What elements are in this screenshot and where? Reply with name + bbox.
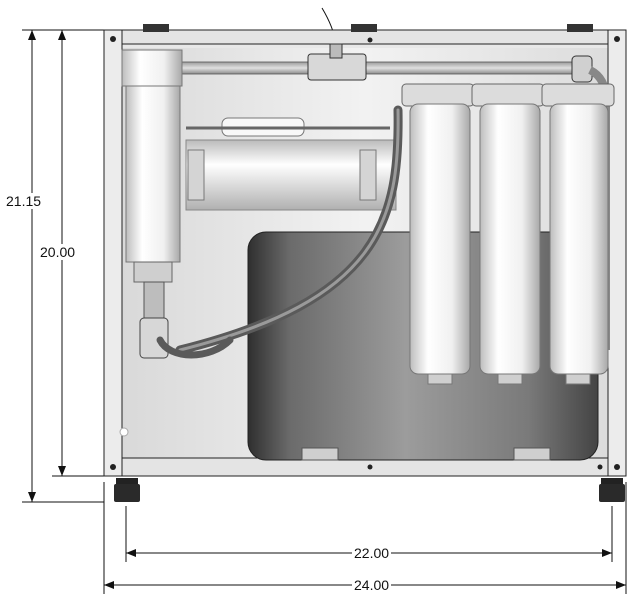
cylinder-body bbox=[125, 85, 181, 263]
arrow-outer-width-right bbox=[616, 581, 626, 589]
hoses bbox=[156, 105, 403, 359]
tank-foot-left bbox=[301, 447, 339, 461]
filter-2 bbox=[471, 83, 545, 385]
top-supply-pipe bbox=[181, 43, 610, 350]
top-rail bbox=[103, 29, 627, 45]
housing-clip-left bbox=[187, 149, 205, 201]
tank-foot-right bbox=[513, 447, 551, 461]
hose-main-highlight bbox=[178, 108, 400, 352]
pipe-right bbox=[359, 61, 579, 75]
filter-3-body bbox=[549, 103, 609, 375]
filter-1 bbox=[401, 83, 475, 385]
pipe-elbow-right bbox=[571, 55, 593, 83]
bottom-rail bbox=[103, 457, 627, 477]
arrow-outer-width-left bbox=[104, 581, 114, 589]
screw bbox=[614, 36, 620, 42]
filter-housings bbox=[401, 83, 615, 385]
cylinder-bottom bbox=[133, 261, 173, 283]
screw bbox=[119, 427, 129, 437]
screw bbox=[110, 36, 116, 42]
hose-lower bbox=[156, 336, 234, 359]
arrow-inner-height-bottom bbox=[58, 466, 66, 476]
pipe-left bbox=[181, 61, 313, 75]
left-rail bbox=[103, 29, 123, 477]
screw bbox=[614, 464, 620, 470]
filter-2-cap bbox=[471, 83, 545, 107]
screw bbox=[367, 464, 373, 470]
inner-width-label: 22.00 bbox=[352, 545, 392, 561]
screw bbox=[597, 464, 603, 470]
filter-3 bbox=[541, 83, 615, 385]
cylinder-fitting-2 bbox=[139, 317, 169, 359]
top-hinge-right bbox=[567, 24, 593, 32]
housing-clip-right bbox=[359, 149, 377, 201]
filter-1-base bbox=[427, 373, 453, 385]
filter-3-base bbox=[565, 373, 591, 385]
foot-left-knob bbox=[114, 484, 140, 502]
filter-2-body bbox=[479, 103, 541, 375]
arrow-inner-width-left bbox=[126, 549, 136, 557]
tee-valve-stem bbox=[329, 43, 343, 59]
arrow-inner-width-right bbox=[602, 549, 612, 557]
outer-width-label: 24.00 bbox=[352, 577, 392, 593]
filter-2-base bbox=[497, 373, 523, 385]
membrane-housing bbox=[185, 117, 397, 211]
cylinder-cap bbox=[121, 49, 183, 87]
cylinder-fitting-1 bbox=[143, 281, 165, 319]
foot-right bbox=[601, 478, 623, 484]
filter-3-cap bbox=[541, 83, 615, 107]
arrow-outer-height-bottom bbox=[28, 492, 36, 502]
foot-left bbox=[116, 478, 138, 484]
foot-right-knob bbox=[599, 484, 625, 502]
top-hinge-middle bbox=[351, 24, 377, 32]
top-hinge-left bbox=[143, 24, 169, 32]
filter-1-body bbox=[409, 103, 471, 375]
outer-height-label: 21.15 bbox=[4, 193, 44, 209]
filter-1-cap bbox=[401, 83, 475, 107]
arrow-outer-height-top bbox=[28, 30, 36, 40]
inner-height-label: 20.00 bbox=[38, 244, 78, 260]
screw bbox=[367, 37, 373, 43]
arrow-inner-height-top bbox=[58, 30, 66, 40]
membrane-cylinder bbox=[121, 49, 183, 359]
screw bbox=[110, 464, 116, 470]
